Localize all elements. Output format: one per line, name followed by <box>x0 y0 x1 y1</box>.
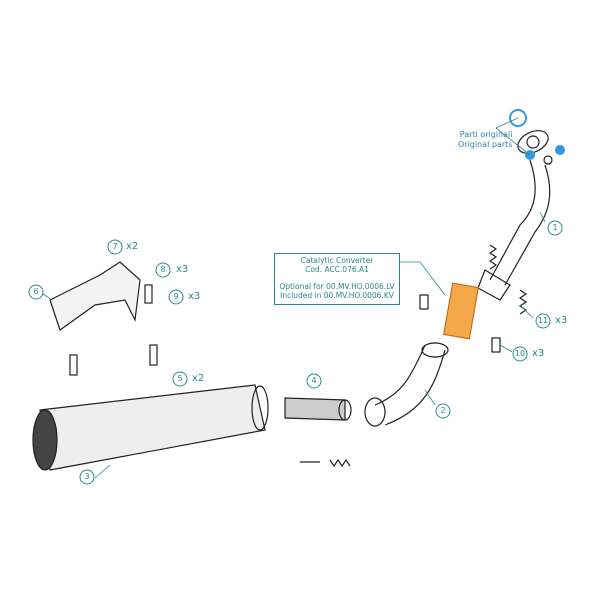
original-parts-it: Parti originali <box>459 130 513 139</box>
note-code: Cod. ACC.076.A1 <box>305 265 369 274</box>
original-gasket <box>509 109 527 127</box>
callout-8-number: 8 <box>160 265 166 274</box>
original-parts-en: Original parts <box>458 140 513 149</box>
callout-10-number: 10 <box>514 349 526 358</box>
callout-9 <box>168 289 184 305</box>
callout-5-number: 5 <box>177 374 183 383</box>
note-optional: Optional for 00.MV.HO.0006.LV <box>279 282 395 291</box>
callout-6 <box>28 284 44 300</box>
db-killer <box>284 397 346 421</box>
header-pipe <box>489 159 551 286</box>
callout-9-qty: x3 <box>188 291 201 302</box>
callout-7 <box>107 239 123 255</box>
callout-1 <box>547 220 563 236</box>
callout-7-number: 7 <box>112 242 118 251</box>
bracket <box>49 261 141 331</box>
callout-8 <box>155 262 171 278</box>
callout-5-qty: x2 <box>192 373 205 384</box>
callouts <box>28 220 563 485</box>
callout-2-number: 2 <box>440 406 446 415</box>
spring <box>300 458 351 468</box>
callout-4-number: 4 <box>311 376 317 385</box>
callout-8-qty: x3 <box>176 264 189 275</box>
catalytic-converter-note: Catalytic Converter Cod. ACC.076.A1 Opti… <box>274 253 400 305</box>
callout-5 <box>172 371 188 387</box>
callout-4 <box>306 373 322 389</box>
callout-10-qty: x3 <box>532 348 545 359</box>
note-title: Catalytic Converter <box>300 256 374 265</box>
callout-2 <box>435 403 451 419</box>
callout-1-number: 1 <box>552 223 558 232</box>
callout-11-number: 11 <box>537 316 549 325</box>
callout-10 <box>512 346 528 362</box>
callout-9-number: 9 <box>173 292 179 301</box>
original-parts-label: Parti originali Original parts <box>458 130 512 150</box>
muffler <box>39 384 266 471</box>
callout-6-number: 6 <box>33 287 39 296</box>
catalytic-converter <box>442 282 480 340</box>
header-flange <box>517 130 549 154</box>
callout-11-qty: x3 <box>555 315 568 326</box>
callout-3-number: 3 <box>84 472 90 481</box>
callout-7-qty: x2 <box>126 241 139 252</box>
callout-3 <box>79 469 95 485</box>
note-included: Included in 00.MV.HO.0006.KV <box>280 291 394 300</box>
callout-11 <box>535 313 551 329</box>
